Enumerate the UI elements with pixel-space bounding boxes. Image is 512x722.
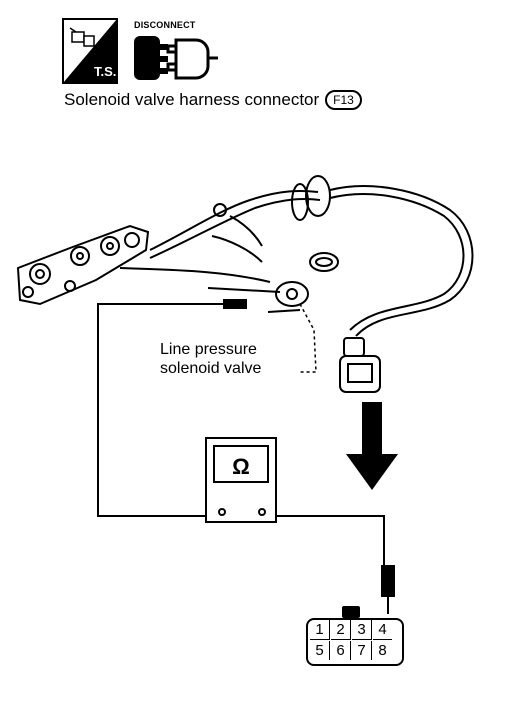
terminal-connector [306, 618, 404, 666]
harness-connector-plug [339, 337, 381, 393]
diagram-caption: Solenoid valve harness connector F13 [64, 90, 362, 110]
meter-lead-right [266, 515, 395, 614]
solenoid-label: Line pressure solenoid valve [160, 340, 261, 378]
pin-4: 4 [373, 620, 392, 640]
pin-6: 6 [331, 641, 351, 660]
disconnect-label: DISCONNECT [134, 20, 196, 30]
pin-2: 2 [331, 620, 351, 640]
connector-id-badge: F13 [325, 90, 362, 110]
pin-8: 8 [378, 642, 387, 659]
ts-icon: T.S. [62, 18, 118, 84]
ohmmeter [205, 437, 277, 523]
solenoid-label-line1: Line pressure [160, 341, 257, 358]
disconnect-icon [134, 36, 218, 80]
pin-5: 5 [310, 641, 330, 660]
down-arrow-icon [346, 402, 398, 490]
solenoid-label-line2: solenoid valve [160, 360, 262, 377]
pin-1: 1 [310, 620, 330, 640]
connector-lock-tab [342, 606, 360, 618]
valve-body [16, 224, 150, 306]
pin-row-bottom: 5 6 7 8 [310, 641, 398, 661]
pin-7: 7 [352, 641, 372, 660]
pin-3: 3 [352, 620, 372, 640]
pin-row-top: 1 2 3 4 [310, 620, 398, 640]
ts-icon-label: T.S. [94, 64, 116, 79]
meter-lead-left [97, 303, 224, 517]
caption-text: Solenoid valve harness connector [64, 90, 320, 109]
harness-grommet [213, 175, 339, 272]
line-pressure-solenoid [207, 281, 309, 313]
ohm-symbol: Ω [232, 454, 250, 479]
wire-harness [119, 185, 474, 337]
